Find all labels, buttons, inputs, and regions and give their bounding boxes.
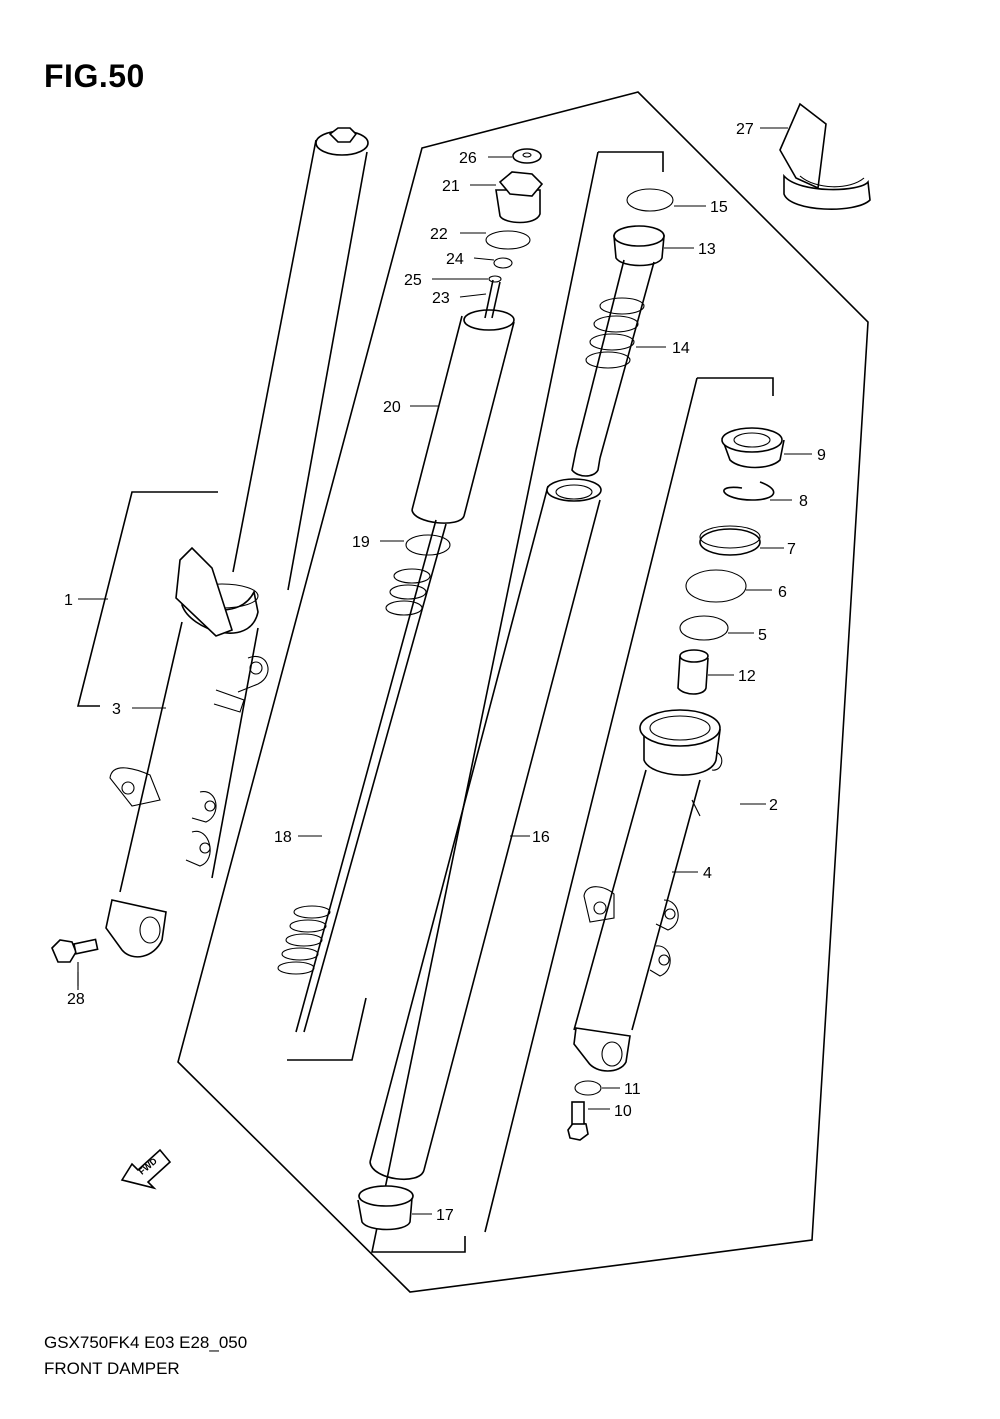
oil-lock-piece-part-12	[677, 649, 709, 695]
cartridge-part-20	[411, 279, 515, 524]
callout-21: 21	[442, 178, 460, 195]
bracket-inner-tube	[371, 151, 664, 1253]
figure-title: FIG.50	[44, 58, 145, 94]
callout-11: 11	[624, 1081, 641, 1098]
callout-23: 23	[432, 290, 450, 307]
callout-14: 14	[672, 340, 690, 357]
bushing-part-6	[685, 569, 747, 603]
callout-12: 12	[738, 668, 756, 685]
fork-guard-part-27	[779, 102, 871, 210]
callout-16: 16	[532, 829, 550, 846]
bolt-part-10	[567, 1101, 589, 1141]
retainer-part-7	[699, 525, 761, 556]
bushing-part-5	[679, 615, 729, 641]
o-ring-part-19	[405, 534, 451, 556]
callout-1: 1	[64, 592, 73, 609]
callout-15: 15	[710, 199, 728, 216]
callout-25: 25	[404, 272, 422, 289]
callout-5: 5	[758, 627, 767, 644]
piston-part-13	[571, 225, 665, 477]
figure-caption: FRONT DAMPER	[44, 1359, 180, 1378]
callout-26: 26	[459, 150, 477, 167]
callout-28: 28	[67, 991, 85, 1008]
callout-numbers: 1 2 3 4 5 6 7 8 9 10 11 12 13 14 15 16 1…	[64, 121, 826, 1224]
callout-9: 9	[817, 447, 826, 464]
oil-seal-part-9	[721, 427, 785, 469]
callout-20: 20	[383, 399, 401, 416]
ring-part-25	[488, 275, 502, 283]
callout-17: 17	[436, 1207, 454, 1224]
o-ring-part-15	[626, 188, 674, 212]
bushing-part-17	[357, 1185, 414, 1231]
o-ring-part-22	[485, 230, 531, 250]
inner-tube-part-16	[369, 478, 602, 1181]
model-code: GSX750FK4 E03 E28_050	[44, 1333, 248, 1352]
assembly-group-outline	[177, 91, 869, 1293]
bracket-part-2	[484, 377, 774, 1233]
callout-2: 2	[769, 797, 778, 814]
callout-8: 8	[799, 493, 808, 510]
callout-13: 13	[698, 241, 716, 258]
callout-27: 27	[736, 121, 754, 138]
circlip-part-8	[723, 481, 775, 501]
leader-lines	[77, 127, 812, 1215]
spring-part-14	[585, 297, 645, 369]
callout-3: 3	[112, 701, 121, 718]
left-fork-tube	[105, 127, 369, 958]
damper-rod-part-18	[277, 519, 447, 1033]
callout-19: 19	[352, 534, 370, 551]
callout-24: 24	[446, 251, 464, 268]
callout-10: 10	[614, 1103, 632, 1120]
callout-22: 22	[430, 226, 448, 243]
gasket-part-11	[574, 1080, 602, 1096]
callout-7: 7	[787, 541, 796, 558]
forward-direction-arrow: FWD	[120, 1148, 172, 1190]
callout-6: 6	[778, 584, 787, 601]
washer-part-26	[512, 148, 542, 164]
callout-18: 18	[274, 829, 292, 846]
callout-4: 4	[703, 865, 712, 882]
bracket-part-18	[287, 997, 367, 1061]
right-fork-outer-tube	[573, 709, 723, 1072]
cap-bolt-part-21	[495, 171, 544, 224]
washer-part-24	[493, 257, 513, 269]
bolt-part-28	[51, 938, 99, 990]
